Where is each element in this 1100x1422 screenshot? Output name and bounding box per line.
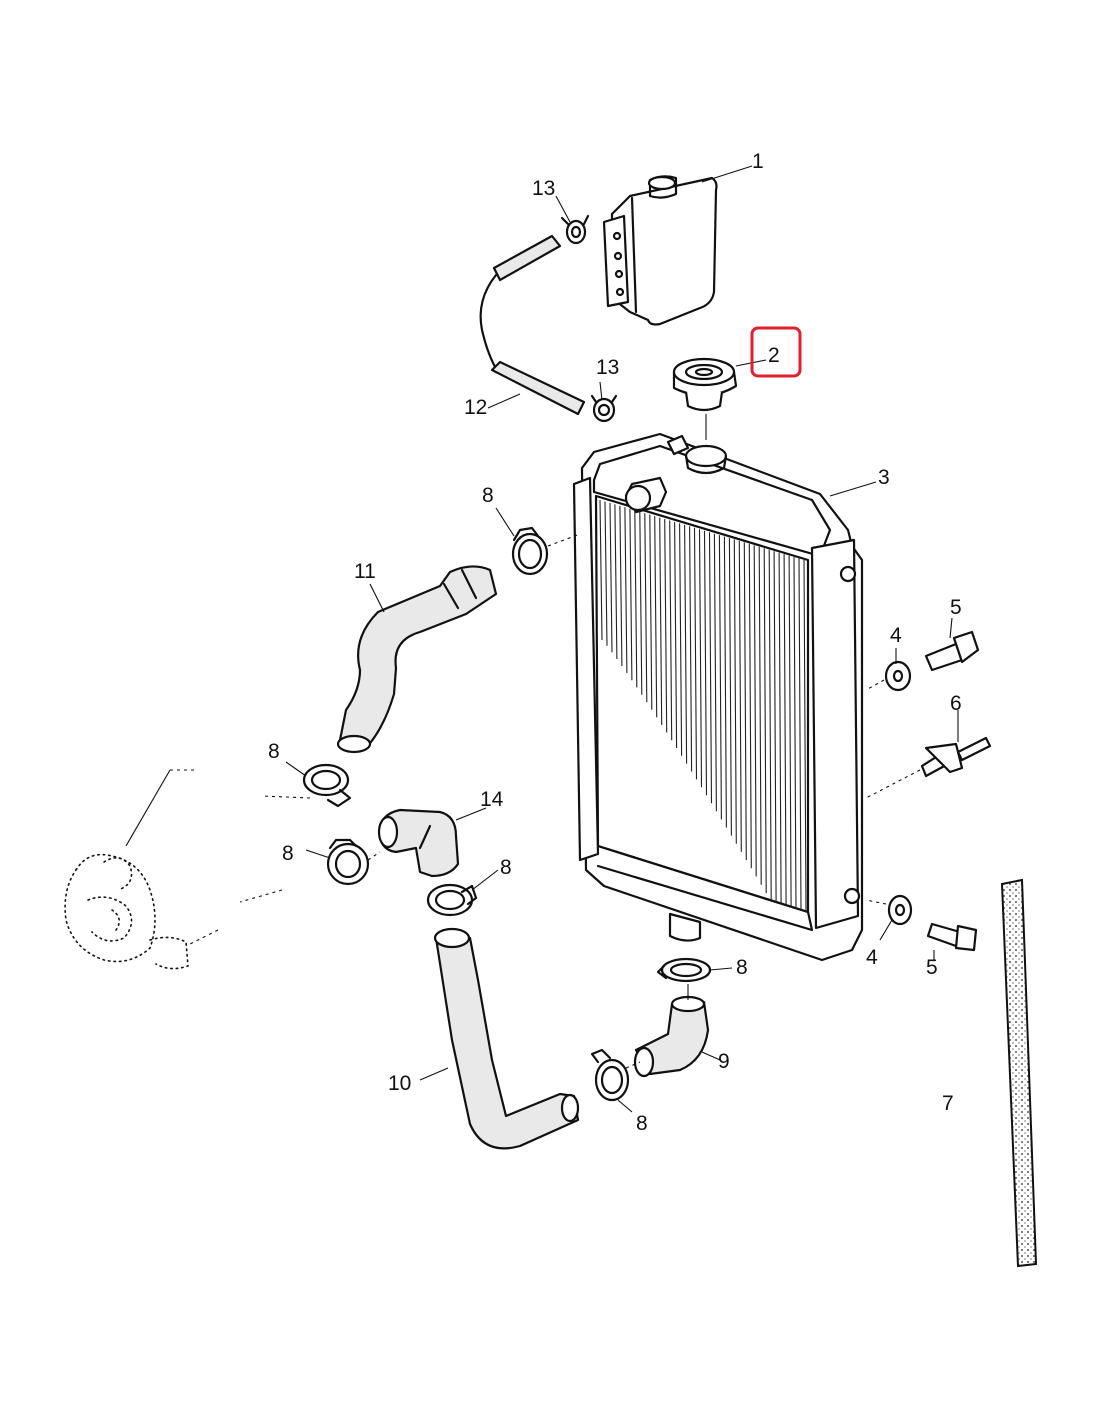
callout-9: 9 <box>718 1050 730 1073</box>
hose-clip-elbow-lower[interactable] <box>426 883 478 917</box>
elbow-hose[interactable] <box>377 808 460 878</box>
expansion-tank[interactable] <box>602 175 718 326</box>
callout-12: 12 <box>464 396 487 419</box>
callout-13-lower: 13 <box>596 356 619 379</box>
radiator-fin-line <box>609 502 613 653</box>
radiator-fin-line <box>649 514 653 710</box>
upper-hose[interactable] <box>336 565 498 754</box>
radiator-fin-line <box>718 535 722 820</box>
radiator-fin-line <box>669 520 673 741</box>
overflow-hose[interactable] <box>479 234 586 416</box>
small-elbow-hose[interactable] <box>633 995 710 1078</box>
radiator-fin-line <box>604 501 608 646</box>
radiator-fin-line <box>778 552 782 905</box>
radiator-fin-line <box>698 529 703 788</box>
radiator-fin-line <box>793 557 797 909</box>
callout-3: 3 <box>878 466 890 489</box>
hose-clip-upper[interactable] <box>560 214 590 245</box>
callout-4-lower: 4 <box>866 946 878 969</box>
callout-1: 1 <box>752 150 764 173</box>
radiator-fin-line <box>763 548 767 894</box>
stud-bolt[interactable] <box>920 736 992 778</box>
radiator-cap[interactable] <box>672 357 738 440</box>
callout-8-left-lower: 8 <box>282 842 294 865</box>
callout-5-upper: 5 <box>950 596 962 619</box>
radiator-fin-line <box>723 536 727 828</box>
radiator-fin-line <box>674 521 678 749</box>
radiator-fin-line <box>713 533 717 812</box>
callout-8-outlet: 8 <box>736 956 748 979</box>
radiator-fin-line <box>629 508 633 681</box>
callout-4-upper: 4 <box>890 624 902 647</box>
radiator-fin-line <box>788 555 792 908</box>
radiator-fin-line <box>703 530 708 796</box>
radiator-fin-line <box>748 543 752 869</box>
water-pump-phantom <box>64 853 189 970</box>
radiator-fin-line <box>758 546 762 885</box>
washer-upper[interactable] <box>884 660 912 692</box>
callout-5-lower: 5 <box>926 956 938 979</box>
callout-2: 2 <box>768 344 780 367</box>
highlight-box <box>750 326 802 378</box>
hose-clip-bottom-outlet[interactable] <box>656 957 712 983</box>
callout-6: 6 <box>950 692 962 715</box>
hose-clip-elbow-left[interactable] <box>326 838 370 886</box>
radiator-fin-line <box>684 524 688 764</box>
radiator-fin-line <box>639 511 643 695</box>
radiator-fin-line <box>654 516 658 718</box>
hose-clip-upper-hose-lower[interactable] <box>302 763 352 808</box>
bolt-lower[interactable] <box>926 922 978 952</box>
bolt-upper[interactable] <box>924 630 980 672</box>
radiator-fin-line <box>614 504 618 660</box>
radiator-fin-line <box>708 532 713 804</box>
callout-11: 11 <box>354 560 376 583</box>
radiator-fin-line <box>803 559 807 913</box>
radiator-fin-line <box>728 537 732 836</box>
radiator-fin-line <box>599 499 603 641</box>
callout-8-lower-hose: 8 <box>636 1112 648 1135</box>
callout-10: 10 <box>388 1072 411 1095</box>
leader-lines <box>125 165 959 1113</box>
radiator-fin-line <box>664 518 668 733</box>
radiator-fin-line <box>679 523 683 756</box>
radiator-fin-line <box>624 507 628 674</box>
callout-labels: 1 13 13 12 2 3 8 11 8 14 8 8 4 5 6 4 5 8… <box>268 150 962 1135</box>
radiator-fin-line <box>773 551 777 903</box>
hose-clip-lower-hose[interactable] <box>590 1048 630 1102</box>
seal-strip[interactable] <box>1000 878 1038 1268</box>
callout-8-left-upper: 8 <box>268 740 280 763</box>
callout-7: 7 <box>942 1092 954 1115</box>
radiator-fin-line <box>733 539 737 844</box>
radiator-fin-line <box>619 505 623 667</box>
lower-hose[interactable] <box>433 927 580 1150</box>
radiator-fin-line <box>693 527 698 780</box>
radiator-fin-line <box>634 510 638 688</box>
callout-14: 14 <box>480 788 504 811</box>
radiator-fin-line <box>738 540 742 852</box>
callout-8-top: 8 <box>482 484 494 507</box>
callout-13-upper: 13 <box>532 177 555 200</box>
radiator-fin-line <box>798 558 802 911</box>
radiator-fin-line <box>659 517 663 725</box>
radiator-fin-line <box>743 542 747 861</box>
radiator-fin-line <box>753 545 757 877</box>
radiator[interactable] <box>572 432 864 962</box>
radiator-fin-line <box>768 549 772 901</box>
hose-clip-lower[interactable] <box>590 394 618 423</box>
radiator-fins <box>599 499 807 913</box>
radiator-fin-line <box>689 526 693 772</box>
callout-8-elbow: 8 <box>500 856 512 879</box>
hose-clip-top-inlet[interactable] <box>511 526 549 576</box>
radiator-fin-line <box>644 513 648 703</box>
radiator-fin-line <box>783 554 787 906</box>
washer-lower[interactable] <box>887 894 913 926</box>
